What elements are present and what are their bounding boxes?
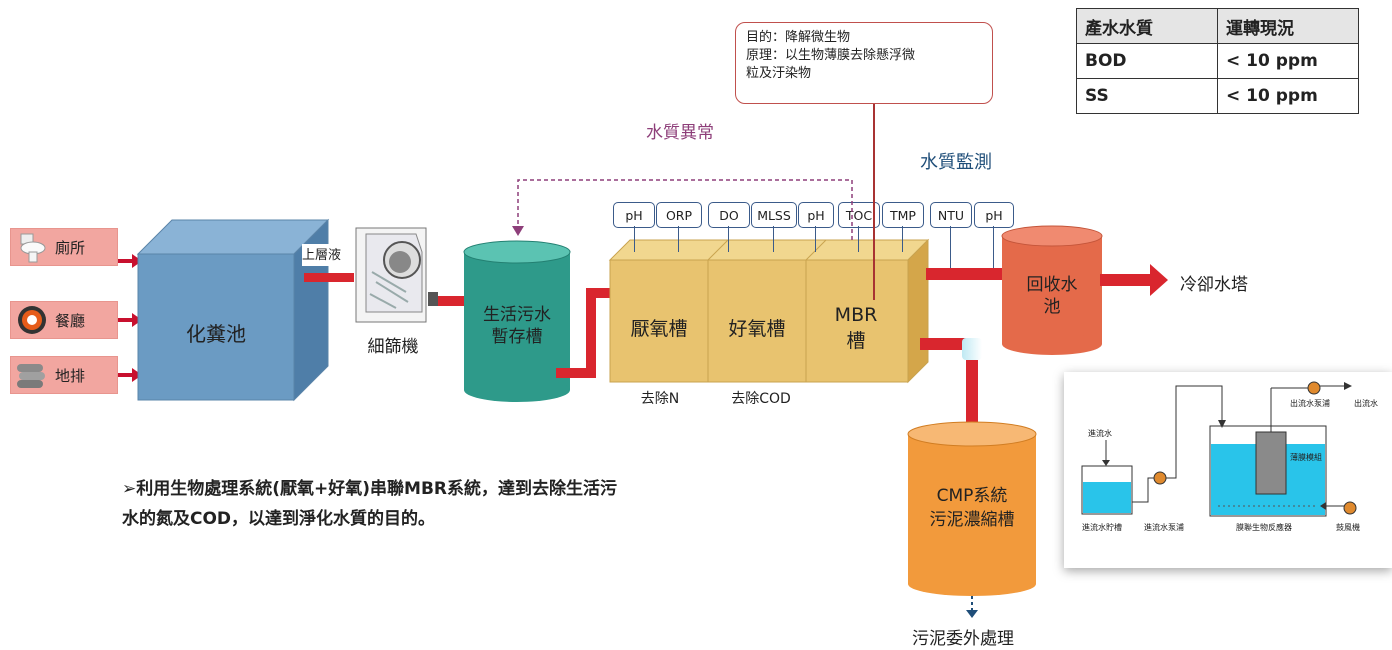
table-cell: BOD (1076, 43, 1218, 79)
sensor-orp: ORP (656, 202, 702, 228)
cooling-tower-label: 冷卻水塔 (1180, 275, 1248, 295)
source-label: 餐廳 (55, 311, 86, 330)
callout-box: 目的：降解微生物 原理：以生物薄膜去除懸浮微 粒及汙染物 (735, 22, 993, 104)
drain-pipes-icon (17, 364, 45, 388)
pipe-bend (962, 338, 982, 360)
arrow (118, 313, 142, 327)
table-cell: SS (1076, 78, 1218, 114)
pipe (926, 268, 1008, 280)
cmp-label-line2: 污泥濃縮槽 (929, 510, 1015, 530)
sensor-probe (728, 226, 729, 252)
aerobic-tank-label: 好氧槽 (728, 318, 786, 340)
table-cell: < 10 ppm (1217, 78, 1359, 114)
table-cell: < 10 ppm (1217, 43, 1359, 79)
source-toilet: 廁所 (10, 228, 118, 266)
sensor-ph: pH (798, 202, 834, 228)
table-header: 產水水質 運轉現況 (1076, 8, 1359, 44)
inset-label: 進流水 (1088, 429, 1112, 438)
pipe (966, 356, 978, 434)
dashed-arrow-down (966, 596, 978, 618)
mbr-label-line2: 槽 (846, 330, 866, 352)
arrow (118, 368, 142, 382)
callout-line: 原理：以生物薄膜去除懸浮微 (746, 48, 916, 63)
inset-label: 出流水 (1354, 399, 1378, 408)
cmp-tank-label: CMP系統 污泥濃縮槽 (908, 484, 1036, 532)
septic-tank-label: 化糞池 (186, 322, 246, 346)
inset-label: 進流水泵浦 (1144, 523, 1184, 532)
bio-tanks (608, 238, 930, 384)
inset-label: 出流水泵浦 (1290, 399, 1330, 408)
sensor-probe (858, 226, 859, 252)
mbr-schematic: 進流水 進流水貯槽 進流水泵浦 薄膜模組 膜聯生物反應器 出流水泵浦 出流水 鼓… (1064, 372, 1392, 568)
recycle-label-line2: 池 (1043, 297, 1061, 317)
pipe (438, 296, 468, 306)
description-note: ➢利用生物處理系統(厭氧+好氧)串聯MBR系統，達到去除生活污 水的氮及COD，… (122, 474, 902, 534)
sensor-probe (678, 226, 679, 252)
source-label: 廁所 (55, 238, 86, 257)
arrow (118, 254, 142, 268)
callout-line: 目的：降解微生物 (746, 30, 851, 45)
fine-screen-label: 細篩機 (367, 337, 419, 357)
sludge-out-label: 污泥委外處理 (912, 629, 1014, 649)
pipe (556, 368, 596, 378)
sensor-probe (815, 226, 816, 252)
sensor-probe (993, 226, 994, 270)
callout-pointer (873, 104, 875, 300)
pipe (586, 288, 612, 298)
sensor-ntu: NTU (930, 202, 972, 228)
dining-plate-icon (18, 306, 46, 334)
table-row: BOD < 10 ppm (1076, 43, 1359, 79)
table-row: SS < 10 ppm (1076, 78, 1359, 114)
inset-label: 進流水貯槽 (1082, 523, 1122, 532)
sensor-probe (773, 226, 774, 252)
inset-label: 膜聯生物反應器 (1236, 523, 1292, 532)
mbr-schematic-drawing (1081, 381, 1357, 517)
sensor-probe (634, 226, 635, 252)
sensor-do: DO (708, 202, 750, 228)
water-monitor-label: 水質監測 (920, 152, 992, 173)
inset-label: 薄膜模組 (1290, 453, 1322, 462)
pipe (586, 288, 596, 378)
source-floor-drain: 地排 (10, 356, 118, 394)
storage-tank (463, 240, 571, 402)
water-abnormal-label: 水質異常 (646, 123, 714, 143)
source-restaurant: 餐廳 (10, 301, 118, 339)
pipe (304, 273, 354, 282)
sensor-ph: pH (974, 202, 1014, 228)
table-header-cell: 產水水質 (1076, 8, 1218, 44)
toilet-icon (20, 233, 46, 263)
inset-label: 鼓風機 (1336, 523, 1360, 532)
remove-n-label: 去除N (640, 391, 680, 407)
sensor-mlss: MLSS (751, 202, 797, 228)
recycle-label-line1: 回收水 (1026, 275, 1078, 295)
mbr-tank-label: MBR 槽 (806, 302, 906, 354)
sensor-probe (950, 226, 951, 270)
recycle-tank (1001, 225, 1103, 355)
recycle-tank-label: 回收水 池 (1002, 274, 1102, 318)
sensor-tmp: TMP (882, 202, 924, 228)
source-label: 地排 (55, 366, 86, 385)
cmp-label-line1: CMP系統 (936, 486, 1008, 506)
storage-tank-line2: 暫存槽 (491, 327, 543, 347)
cmp-tank (907, 421, 1037, 596)
feedback-line (512, 179, 853, 240)
note-line: 水的氮及COD，以達到淨化水質的目的。 (122, 509, 436, 529)
mbr-label-line1: MBR (834, 304, 878, 326)
anoxic-tank-label: 厭氧槽 (630, 318, 688, 340)
sensor-probe (902, 226, 903, 252)
remove-cod-label: 去除COD (731, 391, 791, 407)
note-line: ➢利用生物處理系統(厭氧+好氧)串聯MBR系統，達到去除生活污 (122, 479, 617, 499)
sensor-ph: pH (613, 202, 655, 228)
septic-tank (136, 218, 330, 402)
callout-line: 粒及汙染物 (746, 66, 812, 81)
quality-table: 產水水質 運轉現況 BOD < 10 ppm SS < 10 ppm (1076, 8, 1359, 114)
supernatant-label: 上層液 (302, 244, 360, 266)
table-header-cell: 運轉現況 (1217, 8, 1359, 44)
arrow-to-cooling-tower (1100, 264, 1168, 296)
storage-tank-line1: 生活污水 (483, 305, 551, 325)
fine-screen-icon (355, 227, 438, 323)
storage-tank-label: 生活污水 暫存槽 (464, 304, 570, 348)
